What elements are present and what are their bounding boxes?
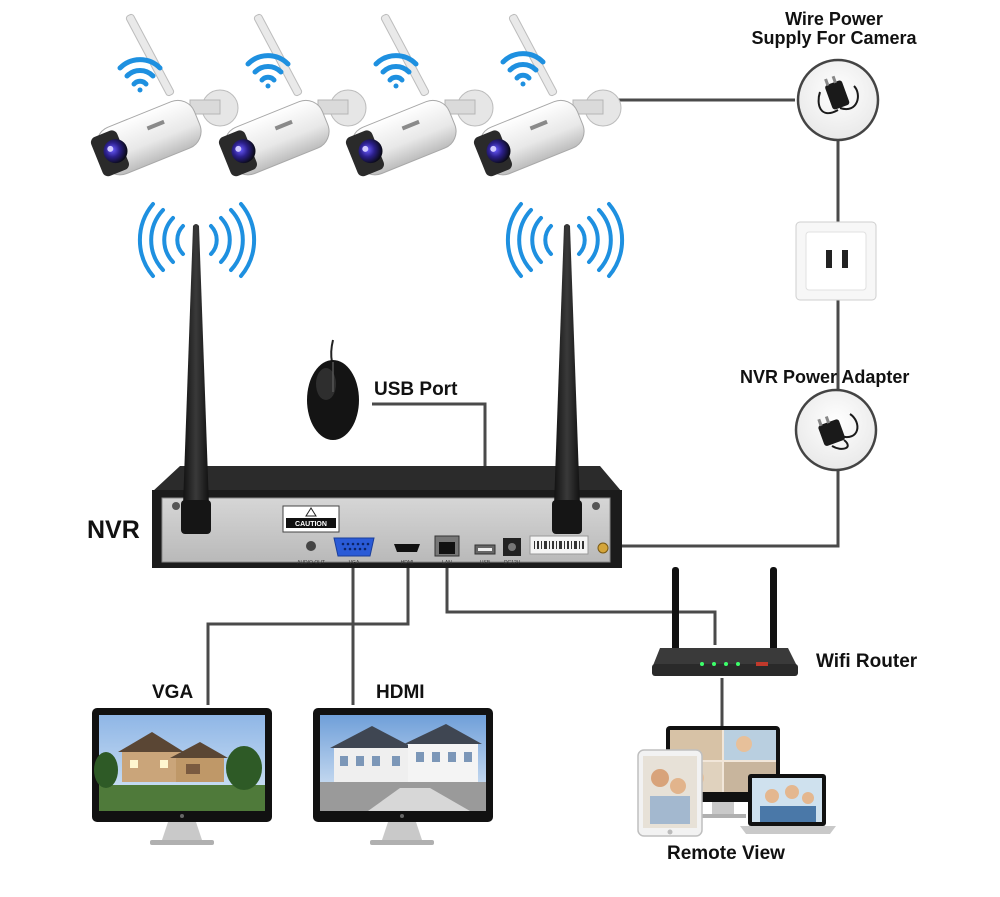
camera-icon — [218, 13, 367, 177]
wifi-router-label: Wifi Router — [816, 651, 918, 672]
dc-port-label: DC12V — [504, 560, 521, 566]
signal-waves-icon — [137, 202, 257, 278]
audio-out-label: AUDIO OUT — [297, 560, 325, 566]
laptop-icon — [740, 774, 836, 834]
camera-icon — [345, 13, 494, 177]
usb-port-label: USB — [480, 560, 491, 566]
vga-port — [333, 537, 375, 557]
antenna-icon — [181, 224, 211, 534]
lan-wire — [445, 560, 717, 645]
tablet-icon — [637, 749, 703, 837]
nvr-label: NVR — [87, 516, 140, 544]
hdmi-wire — [206, 560, 410, 705]
vga-port-label: VGA — [349, 560, 360, 566]
camera-wifi-icons — [117, 51, 546, 93]
wifi-icon — [373, 53, 419, 89]
nvr-adapter-to-nvr-wire — [612, 470, 840, 548]
wifi-icon — [500, 51, 546, 87]
power-adapter-icon — [817, 413, 859, 450]
vga-label: VGA — [152, 682, 194, 703]
nvr-signal-waves — [137, 202, 625, 278]
signal-waves-icon — [505, 202, 625, 278]
nvr-power-adapter — [794, 388, 878, 472]
lan-port-label: LAN — [442, 560, 452, 566]
camera-icon — [90, 13, 239, 177]
wall-outlet-icon — [795, 221, 877, 301]
camera-icon — [473, 13, 622, 177]
mouse-icon — [307, 339, 359, 440]
antenna-icon — [552, 224, 582, 534]
hdmi-label: HDMI — [376, 682, 425, 703]
nvr-device: CAUTION AUDIO OUT VGA HDMI LAN USB DC12V — [152, 466, 622, 568]
monitor-icon — [92, 708, 272, 845]
remote-view-devices — [637, 726, 836, 837]
nvr-antennas — [181, 224, 582, 534]
nvr-power-adapter-label: NVR Power Adapter — [740, 367, 910, 387]
hdmi-port-label: HDMI — [401, 560, 414, 566]
router-icon — [652, 567, 798, 676]
hdmi-monitor — [313, 708, 493, 845]
wire-power-supply — [796, 58, 880, 142]
power-adapter-icon — [817, 75, 859, 115]
cameras — [90, 13, 622, 177]
wifi-icon — [117, 57, 163, 93]
remote-view-label: Remote View — [667, 843, 785, 864]
wires — [206, 98, 840, 730]
wifi-icon — [245, 53, 291, 89]
monitor-icon — [313, 708, 493, 845]
vga-monitor — [92, 708, 272, 845]
caution-label: CAUTION — [295, 521, 327, 528]
hdmi-port — [394, 544, 420, 552]
usb-port-label: USB Port — [374, 379, 458, 400]
wire-power-supply-label: Wire Power Supply For Camera — [751, 9, 917, 48]
